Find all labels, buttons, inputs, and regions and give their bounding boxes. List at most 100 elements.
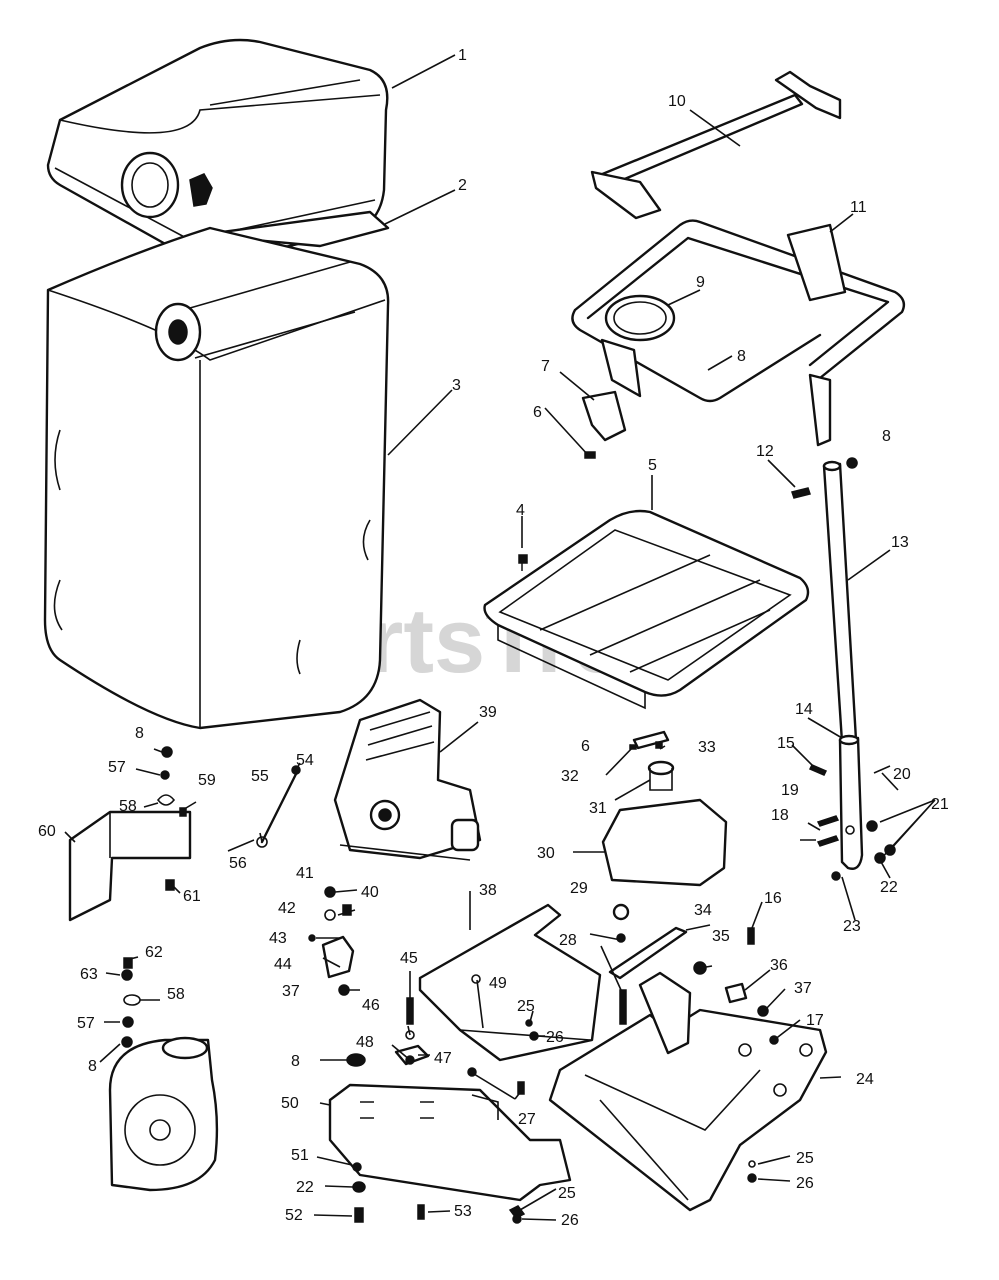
callout-52: 52: [285, 1207, 303, 1224]
callout-36: 36: [770, 957, 788, 974]
callout-37a: 37: [794, 980, 812, 997]
callout-29: 29: [570, 880, 588, 897]
callout-54: 54: [296, 752, 314, 769]
part-11-frame: [571, 219, 906, 447]
callout-26a: 26: [546, 1029, 564, 1046]
callout-55: 55: [251, 768, 269, 785]
callout-26b: 26: [796, 1175, 814, 1192]
callout-60: 60: [38, 823, 56, 840]
callout-49: 49: [489, 975, 507, 992]
callout-34: 34: [694, 902, 712, 919]
callout-9: 9: [696, 274, 705, 291]
callout-7: 7: [541, 358, 550, 375]
callout-37b: 37: [282, 983, 300, 1000]
callout-2: 2: [458, 177, 467, 194]
callout-63: 63: [80, 966, 98, 983]
callout-57a: 57: [108, 759, 126, 776]
part-7-bracket: [581, 390, 627, 459]
callout-14: 14: [795, 701, 813, 718]
callout-6b: 6: [581, 738, 590, 755]
callout-10: 10: [668, 93, 686, 110]
callout-26c: 26: [561, 1212, 579, 1229]
callout-1: 1: [458, 47, 467, 64]
hardware-16-26-right: [508, 1035, 779, 1224]
callout-45: 45: [400, 950, 418, 967]
callout-25c: 25: [558, 1185, 576, 1202]
callout-17: 17: [806, 1012, 824, 1029]
hardware-stack-left-bottom: [121, 957, 141, 1048]
callout-28: 28: [559, 932, 577, 949]
callout-25a: 25: [517, 998, 535, 1015]
callout-8b: 8: [882, 428, 891, 445]
callout-23: 23: [843, 918, 861, 935]
callout-46: 46: [362, 997, 380, 1014]
callout-58b: 58: [167, 986, 185, 1003]
callout-42: 42: [278, 900, 296, 917]
callout-25b: 25: [796, 1150, 814, 1167]
hardware-34-37: [608, 926, 769, 1017]
callout-51: 51: [291, 1147, 309, 1164]
part-38-side-panel: [418, 903, 602, 1062]
callout-62: 62: [145, 944, 163, 961]
callout-57b: 57: [77, 1015, 95, 1032]
callout-16: 16: [764, 890, 782, 907]
callout-numbers: 1 2 3 4 5 6 6 7 8 8 8 8 8 9 10 11 12 13 …: [38, 47, 949, 1229]
callout-12: 12: [756, 443, 774, 460]
part-5-tray: [483, 509, 810, 710]
part-10-frame-bar: [590, 70, 842, 220]
callout-39: 39: [479, 704, 497, 721]
callout-30: 30: [537, 845, 555, 862]
callout-5: 5: [648, 457, 657, 474]
callout-18: 18: [771, 807, 789, 824]
callout-35: 35: [712, 928, 730, 945]
callout-53: 53: [454, 1203, 472, 1220]
part-30-fuel-tank: [601, 730, 728, 887]
callout-41: 41: [296, 865, 314, 882]
callout-44: 44: [274, 956, 292, 973]
hardware-stack-left-top: [156, 746, 187, 891]
part-24-chassis: [548, 971, 828, 1212]
callout-22b: 22: [296, 1179, 314, 1196]
callout-56: 56: [229, 855, 247, 872]
callout-8c: 8: [135, 725, 144, 742]
callout-58a: 58: [119, 798, 137, 815]
callout-11: 11: [850, 199, 867, 216]
part-60-chute: [68, 810, 192, 922]
blower-housing: [108, 1036, 219, 1192]
callout-32: 32: [561, 768, 579, 785]
callout-59: 59: [198, 772, 216, 789]
callout-50: 50: [281, 1095, 299, 1112]
callout-6a: 6: [533, 404, 542, 421]
callout-61: 61: [183, 888, 201, 905]
callout-8d: 8: [88, 1058, 97, 1075]
callout-27: 27: [518, 1111, 536, 1128]
part-1-bag-top: [46, 38, 389, 266]
part-39-engine: [333, 698, 482, 861]
callout-22a: 22: [880, 879, 898, 896]
part-14-lower-post: [838, 734, 864, 870]
callout-43: 43: [269, 930, 287, 947]
callout-3: 3: [452, 377, 461, 394]
callout-47: 47: [434, 1050, 452, 1067]
callout-31: 31: [589, 800, 607, 817]
callout-8e: 8: [291, 1053, 300, 1070]
callout-8a: 8: [737, 348, 746, 365]
callout-15: 15: [777, 735, 795, 752]
part-3-bag: [43, 226, 390, 730]
callout-4: 4: [516, 502, 525, 519]
callout-19: 19: [781, 782, 799, 799]
hardware-45-48: [346, 997, 430, 1067]
callout-21: 21: [931, 796, 949, 813]
leader-lines: [64, 54, 936, 1221]
part-50-plate: [328, 1083, 572, 1202]
hardware-15-23: [808, 764, 896, 881]
hardware-40-44: [308, 886, 355, 996]
callout-40: 40: [361, 884, 379, 901]
callout-38: 38: [479, 882, 497, 899]
callout-13: 13: [891, 534, 909, 551]
part-4-screw: [518, 554, 528, 571]
callout-20: 20: [893, 766, 911, 783]
callout-48: 48: [356, 1034, 374, 1051]
callout-33: 33: [698, 739, 716, 756]
